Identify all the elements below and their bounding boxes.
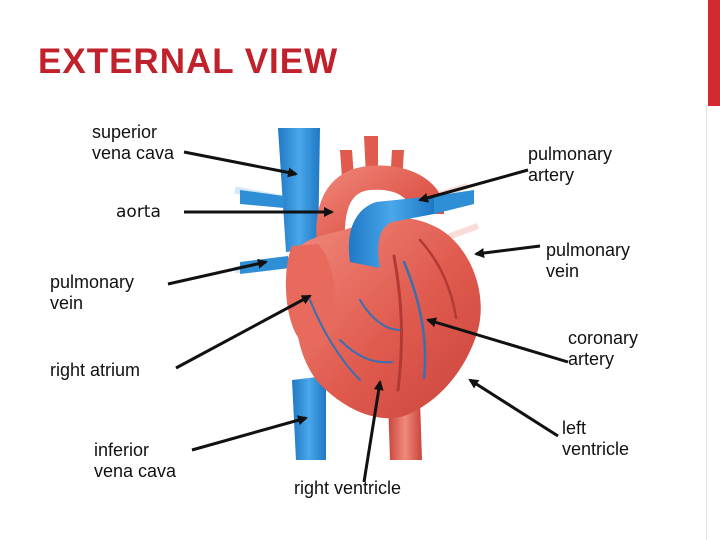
arrow-coronary-artery [426,317,569,364]
label-coronary-artery: coronary artery [568,328,639,369]
arrow-right-ventricle [362,380,384,483]
label-superior-vena-cava: superior vena cava [92,122,175,163]
label-inferior-vena-cava: inferior vena cava [94,440,177,481]
arrow-superior-vena-cava [183,150,298,178]
label-left-ventricle: left ventricle [562,418,630,459]
arrow-inferior-vena-cava [191,415,308,452]
coronary-vessels [309,238,458,392]
arrow-pulmonary-artery [418,168,529,203]
label-pulmonary-artery: pulmonary artery [528,144,613,185]
divider [706,106,707,540]
pulmonary-artery-shape [348,190,474,268]
vena-cava [240,128,326,460]
heart-body [294,217,481,419]
label-pulmonary-vein-right: pulmonary vein [546,240,631,281]
label-right-ventricle: right ventricle [294,478,402,498]
arrow-left-ventricle [468,378,559,438]
arrow-right-atrium [175,294,312,370]
arrow-pulmonary-vein-right [474,244,541,258]
label-right-atrium: right atrium [50,360,141,380]
aortic-arch [316,136,444,258]
label-aorta: aorta [116,202,161,222]
label-pulmonary-vein-left: pulmonary vein [50,272,135,313]
pointer-arrows [167,150,569,483]
slide-title: EXTERNAL VIEW [38,42,339,81]
arrow-pulmonary-vein-left [167,258,268,286]
accent-bar [708,0,720,106]
